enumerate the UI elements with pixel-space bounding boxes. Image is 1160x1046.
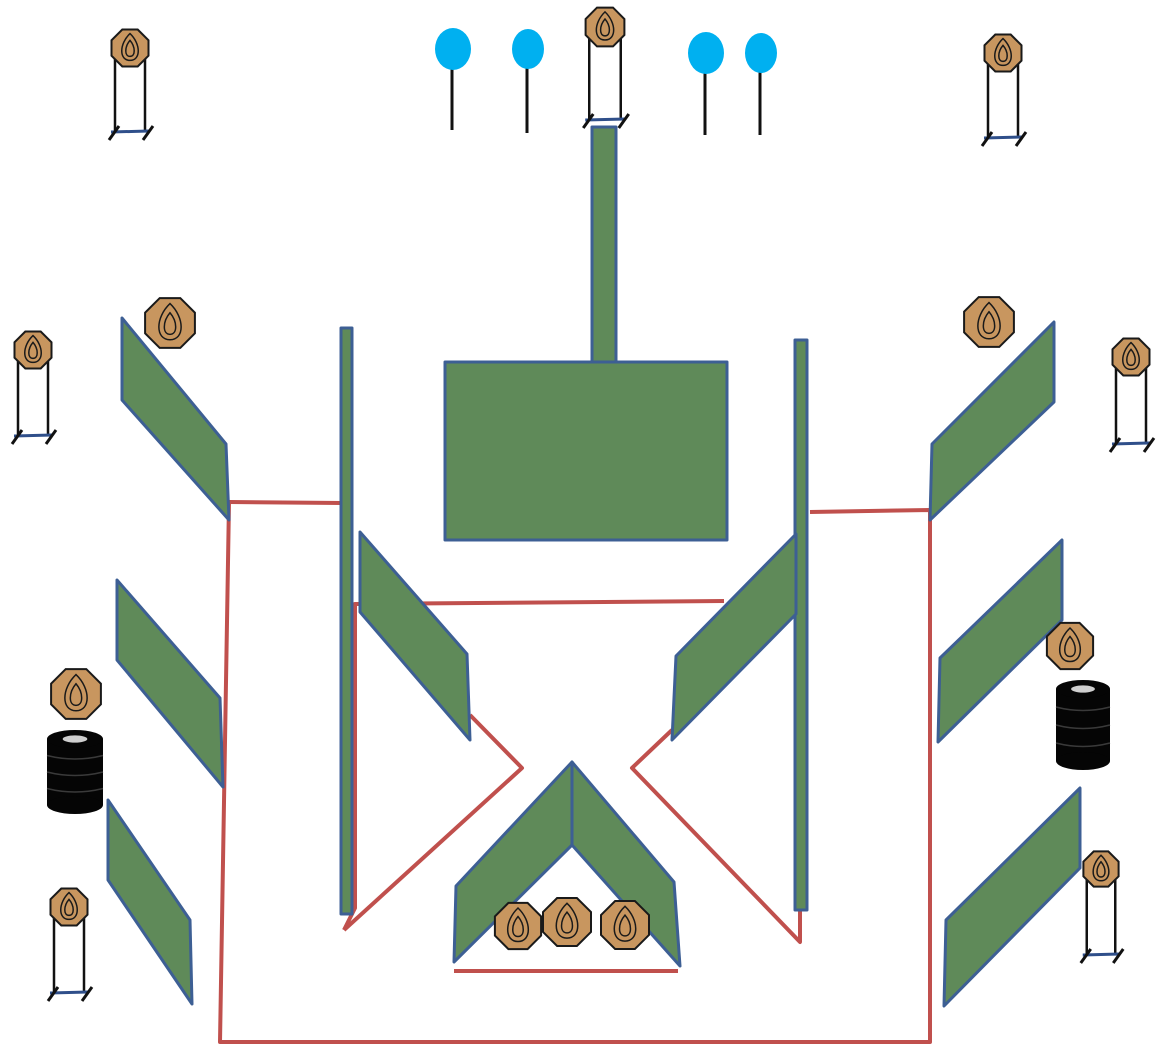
fault-line-top-left — [228, 500, 343, 505]
steel-popper-icon — [435, 28, 471, 130]
inner-left-wall — [358, 530, 472, 742]
octagon-target-icon — [49, 887, 89, 927]
target-on-stand-icon — [582, 6, 630, 129]
target-on-stand-icon — [1108, 337, 1156, 453]
left-wall-upper — [120, 316, 231, 522]
octagon-target-icon — [1045, 621, 1095, 671]
steel-popper-icon — [512, 29, 544, 133]
barrel-icon — [1055, 680, 1111, 770]
bottom-v-wall-right — [570, 760, 682, 968]
target-on-stand-icon — [46, 887, 94, 1002]
fault-lines — [218, 500, 932, 1044]
barricade-walls — [106, 125, 1082, 1008]
left-divider-wall — [339, 326, 354, 916]
octagon-target-icon — [50, 668, 102, 720]
loose-targets — [50, 296, 1095, 951]
right-divider-wall — [793, 338, 809, 912]
right-wall-middle — [936, 538, 1064, 744]
barrels — [46, 680, 1111, 814]
inner-right-wall — [670, 532, 798, 742]
fault-line-funnel-left — [342, 713, 524, 932]
octagon-target-icon — [600, 900, 650, 950]
octagon-target-icon — [1111, 337, 1151, 377]
fault-line-inner-left — [342, 599, 725, 931]
octagon-target-icon — [584, 6, 626, 48]
octagon-target-icon — [542, 897, 592, 947]
octagon-target-icon — [13, 330, 53, 370]
steel-popper-icon — [745, 33, 777, 135]
right-wall-lower — [942, 786, 1082, 1008]
right-wall-upper — [928, 320, 1056, 522]
barrel-icon — [46, 730, 104, 814]
octagon-target-icon — [963, 296, 1015, 348]
fault-line-outer — [218, 501, 932, 1044]
octagon-target-icon — [110, 28, 150, 68]
target-on-stand-icon — [10, 330, 58, 445]
target-on-stand-icon — [1079, 850, 1125, 964]
stand-targets — [10, 6, 1156, 1002]
octagon-target-icon — [144, 297, 196, 349]
steel-popper-icon — [688, 32, 724, 135]
left-wall-middle — [115, 578, 225, 789]
target-on-stand-icon — [107, 28, 155, 141]
center-large-wall — [443, 360, 729, 542]
steel-poppers — [435, 28, 777, 135]
center-post-wall — [590, 125, 618, 367]
left-wall-lower — [106, 798, 194, 1006]
octagon-target-icon — [493, 901, 543, 951]
octagon-target-icon — [1082, 850, 1120, 888]
fault-line-funnel-right — [630, 728, 802, 944]
target-on-stand-icon — [980, 33, 1028, 147]
octagon-target-icon — [983, 33, 1023, 73]
